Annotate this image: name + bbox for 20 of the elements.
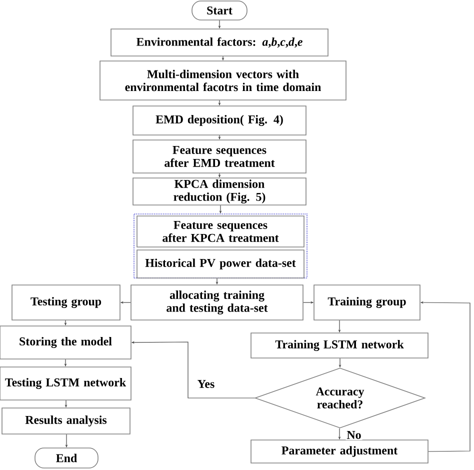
process-box: Multi-dimension vectors with environmental facotrs in time domain xyxy=(100,60,346,100)
terminal-box: Start xyxy=(192,0,248,20)
process-box: EMD deposition( Fig. 4) xyxy=(132,106,306,136)
process-box: Storing the model xyxy=(0,326,132,360)
terminal-box: End xyxy=(34,448,98,468)
edge-label: No xyxy=(346,430,362,440)
process-box: Feature sequences after EMD treatment xyxy=(132,140,306,174)
edge-label: Yes xyxy=(196,379,216,389)
process-box: Feature sequences after KPCA treatment xyxy=(136,216,304,248)
process-box: Training LSTM network xyxy=(250,332,428,358)
process-box: Testing group xyxy=(12,284,120,320)
group-box xyxy=(134,214,308,278)
process-box: Historical PV power data-set xyxy=(136,250,304,278)
process-box: KPCA dimension reduction (Fig. 5) xyxy=(132,178,306,206)
process-box: Environmental factors: a,b,c,d,e xyxy=(110,28,328,56)
process-box: Parameter adjustment xyxy=(250,440,428,464)
process-box: Results analysis xyxy=(2,408,130,434)
process-box: Testing LSTM network xyxy=(0,366,132,400)
process-box: allocating training and testing data-set xyxy=(130,284,304,320)
process-box: Training group xyxy=(314,284,420,320)
